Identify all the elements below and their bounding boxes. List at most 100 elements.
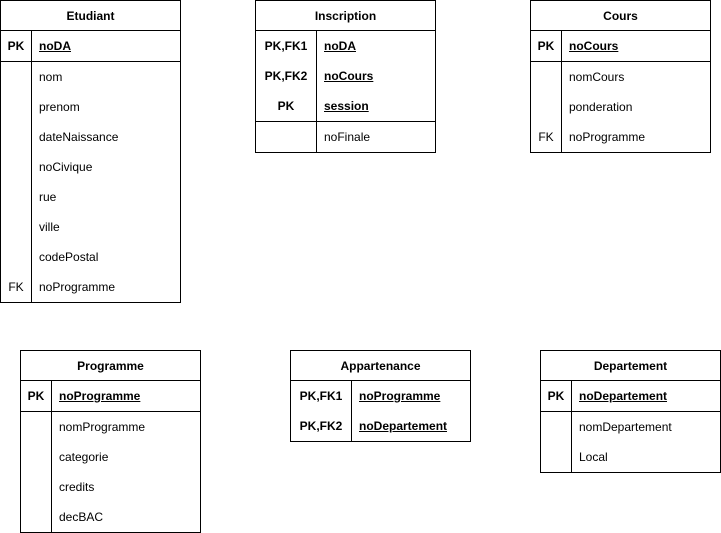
- inscription-attribute-section: noFinale: [256, 122, 435, 152]
- field-name: noCivique: [39, 160, 93, 174]
- key-marker: [1, 212, 31, 242]
- entity-row: PK,FK2 noDepartement: [291, 411, 470, 441]
- entity-row: decBAC: [21, 502, 200, 532]
- key-column-divider: [1, 31, 32, 61]
- key-marker: [1, 62, 31, 92]
- entity-row: categorie: [21, 442, 200, 472]
- key-marker: PK: [547, 389, 565, 403]
- entity-title: Etudiant: [1, 1, 180, 31]
- key-column-divider: [1, 62, 32, 302]
- entity-row: FK noProgramme: [1, 272, 180, 302]
- entity-row: nomProgramme: [21, 412, 200, 442]
- key-marker: [541, 442, 571, 472]
- entity-row: prenom: [1, 92, 180, 122]
- entity-row: rue: [1, 182, 180, 212]
- field-name: nomDepartement: [579, 420, 672, 434]
- field-name: nom: [39, 70, 63, 84]
- field-name: ville: [39, 220, 60, 234]
- key-marker: [1, 92, 31, 122]
- key-column-divider: [531, 62, 562, 152]
- entity-row: PK session: [256, 91, 435, 121]
- key-marker: FK: [8, 280, 24, 294]
- entity-row: PK noCours: [531, 31, 710, 61]
- key-column-divider: [21, 381, 52, 411]
- entity-title: Programme: [21, 351, 200, 381]
- field-name: prenom: [39, 100, 80, 114]
- key-marker: [531, 92, 561, 122]
- entity-row: ponderation: [531, 92, 710, 122]
- key-column-divider: [541, 381, 572, 411]
- entity-row: ville: [1, 212, 180, 242]
- key-marker: PK: [27, 389, 45, 403]
- entity-row: noFinale: [256, 122, 435, 152]
- field-name: noCours: [324, 69, 374, 83]
- entity-row: PK,FK2 noCours: [256, 61, 435, 91]
- entity-title: Inscription: [256, 1, 435, 31]
- field-name: nomCours: [569, 70, 625, 84]
- programme-primary-key-section: PK noProgramme: [21, 381, 200, 412]
- key-marker: [21, 502, 51, 532]
- key-marker: PK,FK2: [264, 69, 308, 83]
- field-name: noDA: [324, 39, 356, 53]
- entity-title: Appartenance: [291, 351, 470, 381]
- key-marker: [256, 122, 316, 152]
- entity-row: Local: [541, 442, 720, 472]
- programme-attribute-section: nomProgramme categorie credits decBAC: [21, 412, 200, 532]
- key-marker: PK,FK2: [299, 419, 343, 433]
- key-column-divider: [531, 31, 562, 61]
- key-marker: [541, 412, 571, 442]
- entity-row: PK noProgramme: [21, 381, 200, 411]
- field-name: noProgramme: [569, 130, 646, 144]
- field-name: dateNaissance: [39, 130, 119, 144]
- field-name: noFinale: [324, 130, 371, 144]
- field-name: rue: [39, 190, 57, 204]
- key-column-divider: [256, 122, 317, 152]
- field-name: noDepartement: [359, 419, 448, 433]
- key-marker: PK: [277, 99, 295, 113]
- entity-row: codePostal: [1, 242, 180, 272]
- field-name: noProgramme: [39, 280, 116, 294]
- key-column-divider: [21, 412, 52, 532]
- key-marker: PK,FK1: [264, 39, 308, 53]
- entity-row: nomDepartement: [541, 412, 720, 442]
- key-marker: [1, 122, 31, 152]
- field-name: ponderation: [569, 100, 633, 114]
- key-column-divider: [291, 381, 352, 441]
- key-marker: [531, 62, 561, 92]
- field-name: noDA: [39, 39, 71, 53]
- entity-row: nomCours: [531, 62, 710, 92]
- field-name: session: [324, 99, 369, 113]
- entity-title: Departement: [541, 351, 720, 381]
- key-marker: [1, 152, 31, 182]
- entity-row: credits: [21, 472, 200, 502]
- key-marker: [21, 472, 51, 502]
- etudiant-attribute-section: nom prenom dateNaissance noCivique rue ville c…: [1, 62, 180, 302]
- key-marker: PK: [537, 39, 555, 53]
- key-marker: PK,FK1: [299, 389, 343, 403]
- key-marker: [21, 442, 51, 472]
- entity-row: nom: [1, 62, 180, 92]
- field-name: nomProgramme: [59, 420, 146, 434]
- key-column-divider: [541, 412, 572, 472]
- field-name: noProgramme: [59, 389, 141, 403]
- entity-row: PK,FK1 noDA: [256, 31, 435, 61]
- field-name: noCours: [569, 39, 619, 53]
- key-marker: [21, 412, 51, 442]
- field-name: credits: [59, 480, 95, 494]
